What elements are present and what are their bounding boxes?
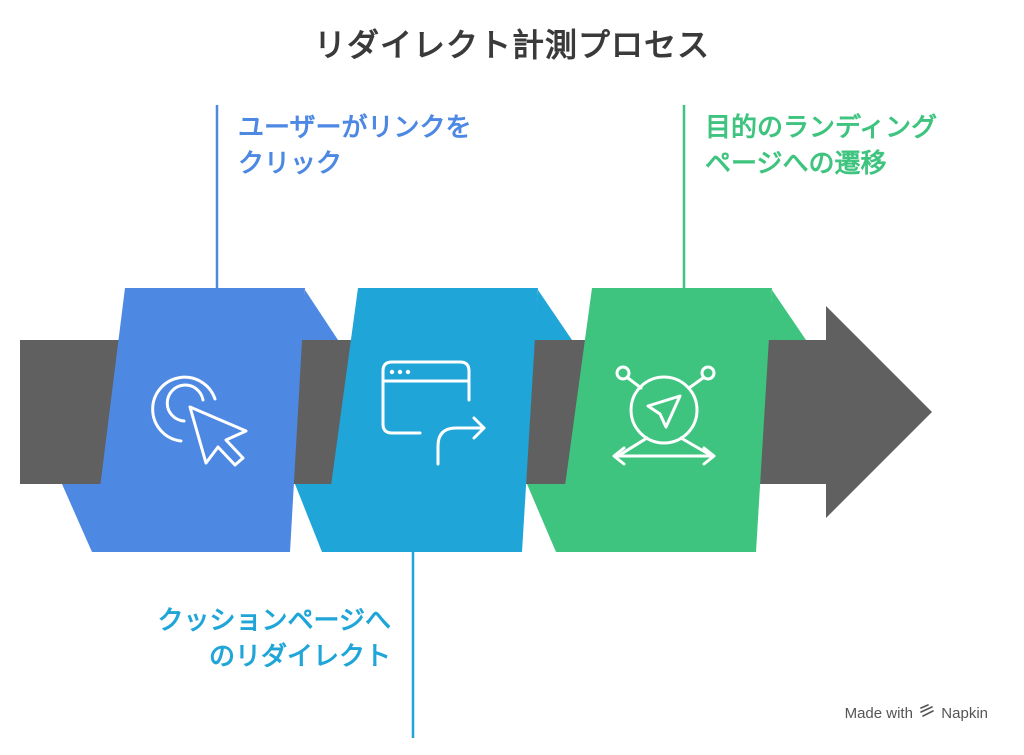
watermark-prefix: Made with bbox=[844, 705, 913, 722]
watermark: Made with Napkin bbox=[845, 704, 988, 722]
step-1-label-line-2: クリック bbox=[238, 149, 343, 179]
step-2-label-line-2: のリダイレクト bbox=[208, 642, 391, 672]
step-2-label-line-1: クッションページへ bbox=[157, 606, 391, 636]
step-1-label: ユーザーがリンクを クリック bbox=[238, 110, 471, 182]
navigation-compass-icon bbox=[612, 365, 716, 466]
step-3-label: 目的のランディング ページへの遷移 bbox=[705, 110, 937, 182]
watermark-brand: Napkin bbox=[941, 705, 988, 722]
page-title: リダイレクト計測プロセス bbox=[313, 26, 710, 64]
step-2-panel bbox=[295, 288, 572, 552]
click-cursor-icon bbox=[151, 375, 248, 467]
browser-redirect-icon bbox=[381, 360, 486, 466]
step-3-label-line-1: 目的のランディング bbox=[705, 113, 938, 143]
browser-dots bbox=[389, 369, 411, 375]
napkin-logo-icon bbox=[919, 704, 935, 722]
step-2-label: クッションページへ のリダイレクト bbox=[125, 603, 391, 675]
step-3-label-line-2: ページへの遷移 bbox=[705, 149, 887, 179]
step-1-panel bbox=[62, 288, 338, 552]
step-1-label-line-1: ユーザーがリンクを bbox=[238, 113, 472, 143]
